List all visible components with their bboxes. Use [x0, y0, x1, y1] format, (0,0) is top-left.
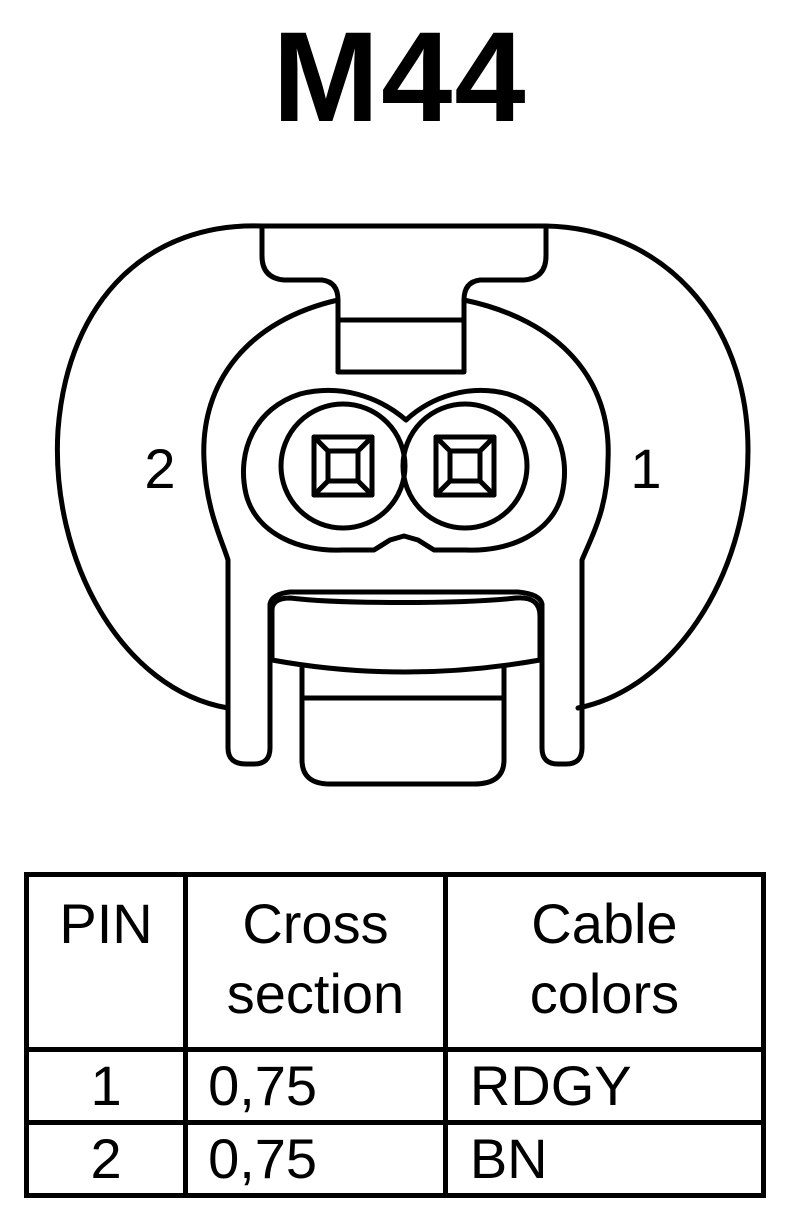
header-cross-section: Cross section [183, 872, 448, 1052]
pin-assignment-table: PIN Cross section Cable colors 1 0,75 RD… [23, 872, 767, 1198]
header-cross-line-2: section [226, 962, 405, 1025]
header-pin-line-1: PIN [59, 892, 153, 955]
row-1-cross-section: 0,75 [183, 1047, 448, 1125]
locking-tab-lip [299, 665, 507, 787]
header-cable-colors: Cable colors [442, 872, 767, 1052]
pin-2-terminal-ring [278, 401, 408, 531]
latch-tab [259, 223, 549, 375]
table-header-row: PIN Cross section Cable colors [23, 872, 767, 1052]
connector-face-diagram: 2 1 [54, 223, 751, 787]
pin-2-terminal-inner [325, 448, 361, 484]
table-row: 1 0,75 RDGY [23, 1047, 767, 1125]
connector-title: M44 [272, 6, 528, 149]
header-color-line-2: colors [529, 962, 680, 1025]
pin-label-2: 2 [144, 437, 175, 500]
pin-1-terminal-outer [433, 434, 497, 498]
row-2-cable-color: BN [442, 1120, 767, 1198]
pin-2-terminal-outer [311, 434, 375, 498]
row-2-cross-section: 0,75 [183, 1120, 448, 1198]
row-2-pin: 2 [23, 1120, 189, 1198]
connector-housing-outline [54, 223, 751, 711]
row-1-cable-color: RDGY [442, 1047, 767, 1125]
table-row: 2 0,75 BN [23, 1120, 767, 1198]
header-color-line-1: Cable [531, 892, 678, 955]
header-pin: PIN [23, 872, 189, 1052]
pin-1-terminal-inner [447, 448, 483, 484]
inner-body-outline [201, 297, 611, 767]
header-cross-line-1: Cross [242, 892, 389, 955]
locking-tab-inner [269, 657, 543, 675]
pin-label-1: 1 [630, 437, 661, 500]
row-1-pin: 1 [23, 1047, 189, 1125]
locking-tab-outer [269, 595, 543, 663]
pin-cavity-surround [240, 388, 568, 553]
pin-1-terminal-ring [400, 401, 530, 531]
